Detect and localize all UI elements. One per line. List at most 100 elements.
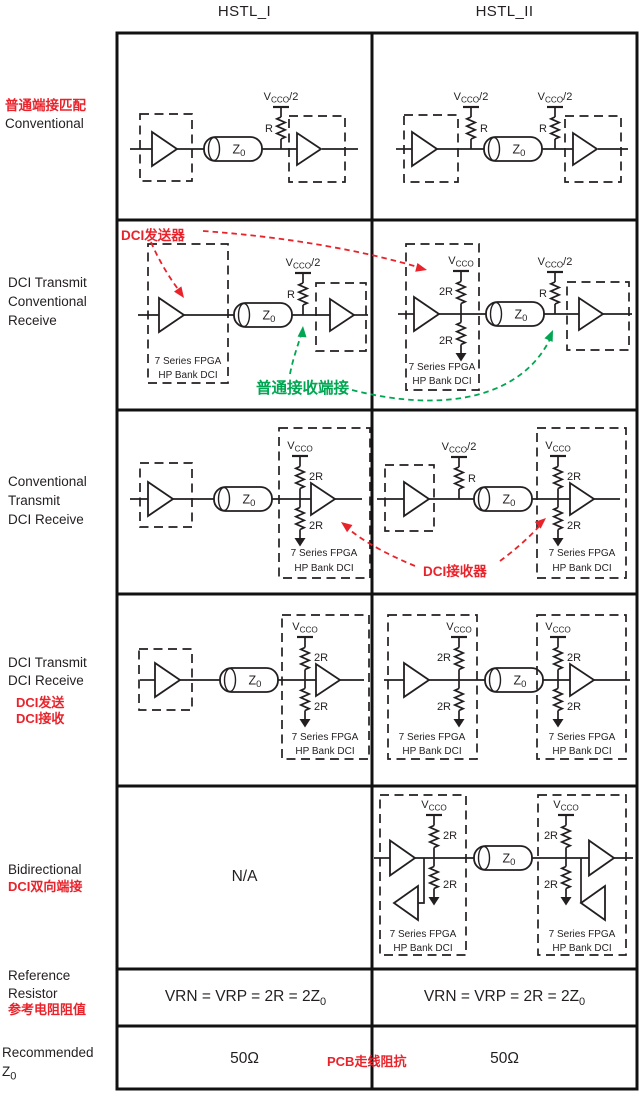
transmission-line-end	[207, 136, 221, 162]
ground-icon	[552, 538, 564, 547]
ref-resistor-formula: VRN = VRP = 2R = 2Z	[164, 988, 321, 1005]
annotation-arrowhead	[297, 326, 307, 338]
cell-bidirectional-hstl-i-na: N/A	[231, 868, 258, 885]
buffer-icon	[296, 131, 323, 167]
fpga-name-label: 7 Series FPGA	[549, 548, 616, 559]
fpga-name-label: 7 Series FPGA	[292, 732, 359, 743]
resistor-icon	[559, 865, 573, 890]
column-header-hstl-ii: HSTL_II	[475, 3, 534, 20]
annotation-dci-transmitter: DCI发送器	[121, 228, 185, 243]
cell-recommended-z0-hstl-ii: 50Ω	[490, 1050, 519, 1067]
z0-label: Z0	[513, 143, 526, 160]
r-label: R	[265, 123, 273, 135]
fpga-name-label: 7 Series FPGA	[549, 929, 616, 940]
table-outer-border	[115, 31, 639, 1091]
fpga-dci-label: HP Bank DCI	[552, 563, 611, 574]
ref-resistor-subscript: 0	[320, 996, 327, 1009]
buffer-icon	[158, 296, 186, 334]
fpga-box	[147, 243, 229, 384]
row-label-line: DCI Receive	[8, 512, 84, 527]
buffer-icon	[572, 131, 599, 167]
resistor-icon	[559, 824, 573, 849]
receiver-box	[566, 281, 630, 351]
2r-label: 2R	[439, 286, 453, 298]
buffer-icon	[329, 297, 356, 333]
column-header-hstl-i: HSTL_I	[217, 3, 272, 20]
2r-label: 2R	[314, 701, 328, 713]
annotation-arrow	[351, 336, 552, 402]
fpga-box	[536, 614, 627, 760]
2r-label: 2R	[567, 701, 581, 713]
vcco-label: VCCO	[545, 621, 571, 634]
vcco-label: VCCO/2	[442, 441, 477, 454]
vcco-label: VCCO/2	[286, 257, 321, 270]
transmission-line-end	[488, 667, 502, 693]
annotation-arrowhead	[415, 262, 427, 272]
row-label-line: Conventional	[8, 474, 87, 489]
transmission-line-end	[223, 667, 237, 693]
z0-label: Z0	[503, 493, 516, 510]
vcco-label: VCCO	[421, 799, 447, 812]
buffer-icon	[578, 296, 605, 332]
resistor-icon	[452, 646, 466, 671]
wire	[418, 858, 425, 904]
driver-box	[384, 464, 435, 532]
buffer-icon	[392, 884, 419, 922]
resistor-icon	[551, 465, 565, 490]
row-label-line: Transmit	[8, 493, 61, 508]
annotation-dci-receiver: DCI接收器	[423, 564, 487, 579]
row-label-z: Z	[2, 1064, 11, 1079]
r-label: R	[480, 123, 488, 135]
receiver-box	[564, 115, 622, 183]
buffer-icon	[588, 838, 616, 878]
resistor-icon	[274, 116, 288, 140]
buffer-icon	[403, 480, 431, 518]
z0-label: Z0	[514, 674, 527, 691]
resistor-icon	[298, 687, 312, 712]
transmission-line-end	[237, 302, 251, 328]
ground-icon	[294, 538, 306, 547]
r-label: R	[287, 289, 295, 301]
vcco-label: VCCO	[448, 255, 474, 268]
row-label-line: Reference	[8, 968, 71, 983]
r-label: R	[468, 473, 476, 485]
ground-icon	[455, 353, 467, 362]
row-label-line: Bidirectional	[8, 862, 82, 877]
2r-label: 2R	[567, 652, 581, 664]
row-label-dci-transmit-conventional-receive: DCI Transmit Conventional Receive	[8, 273, 119, 330]
z0-label: Z0	[263, 309, 276, 326]
annotation-conventional-receive-termination: 普通接收端接	[256, 380, 350, 397]
z0-label: Z0	[249, 674, 262, 691]
annotation-arrow	[202, 230, 422, 269]
ground-icon	[453, 719, 465, 728]
row-label-conventional: 普通端接匹配 Conventional	[5, 97, 116, 133]
resistor-icon	[427, 824, 441, 849]
fpga-dci-label: HP Bank DCI	[552, 746, 611, 757]
fpga-box	[379, 794, 467, 956]
ground-icon	[299, 719, 311, 728]
fpga-dci-label: HP Bank DCI	[552, 943, 611, 954]
driver-box	[138, 648, 193, 711]
vcco-label: VCCO/2	[538, 91, 573, 104]
vcco-label: VCCO	[545, 440, 571, 453]
resistor-icon	[293, 465, 307, 490]
row-label-z-subscript: 0	[10, 1070, 17, 1083]
row-label-conventional-transmit-dci-receive: Conventional Transmit DCI Receive	[8, 472, 119, 529]
buffer-icon	[403, 661, 431, 699]
fpga-box	[537, 794, 627, 956]
row-label-dci-receive-zh: DCI接收	[16, 710, 65, 726]
row-label-dci-transmit-dci-receive: DCI Transmit DCI Receive DCI发送 DCI接收	[8, 654, 119, 726]
fpga-name-label: 7 Series FPGA	[155, 356, 222, 367]
transmission-line-end	[477, 845, 491, 871]
annotation-pcb-trace-impedance: PCB走线阻抗	[327, 1054, 407, 1069]
2r-label: 2R	[443, 830, 457, 842]
vcco-label: VCCO	[292, 621, 318, 634]
z0-label: Z0	[233, 143, 246, 160]
row-label-line: Receive	[8, 313, 57, 328]
ref-resistor-formula: VRN = VRP = 2R = 2Z	[423, 988, 580, 1005]
